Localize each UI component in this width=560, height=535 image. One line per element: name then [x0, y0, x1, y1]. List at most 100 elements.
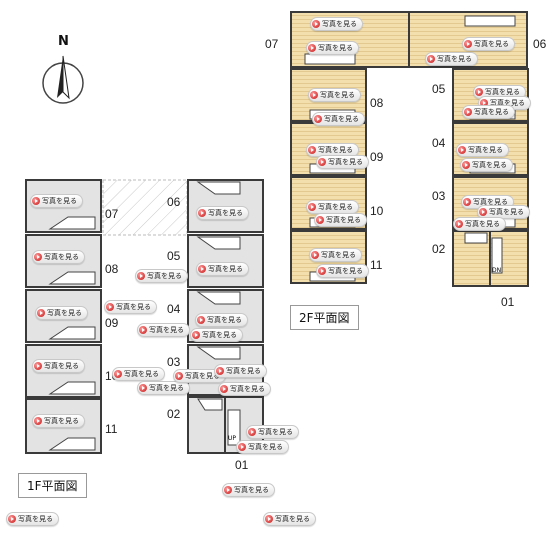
view-photo-label: 写真を見る	[275, 515, 310, 523]
view-photo-button[interactable]: 写真を見る	[196, 262, 249, 276]
stair-dn-tag: DN	[492, 267, 501, 274]
view-photo-label: 写真を見る	[473, 198, 508, 206]
view-photo-label: 写真を見る	[328, 158, 363, 166]
view-photo-label: 写真を見る	[474, 108, 509, 116]
floor1-title: 1F平面図	[18, 473, 87, 498]
play-icon	[248, 428, 256, 436]
view-photo-button[interactable]: 写真を見る	[456, 143, 509, 157]
1f-stairs	[48, 181, 241, 451]
view-photo-button[interactable]: 写真を見る	[314, 213, 367, 227]
1f-unit-label-08: 08	[105, 262, 119, 276]
view-photo-label: 写真を見る	[248, 443, 283, 451]
view-photo-button[interactable]: 写真を見る	[306, 200, 359, 214]
play-icon	[175, 372, 183, 380]
view-photo-button[interactable]: 写真を見る	[316, 264, 369, 278]
play-icon	[312, 20, 320, 28]
2f-unit-label-02: 02	[432, 242, 446, 256]
1f-unit-label-11: 11	[105, 422, 118, 436]
play-icon	[311, 251, 319, 259]
play-icon	[139, 326, 147, 334]
view-photo-label: 写真を見る	[230, 385, 265, 393]
play-icon	[480, 99, 488, 107]
play-icon	[427, 55, 435, 63]
view-photo-button[interactable]: 写真を見る	[306, 41, 359, 55]
play-icon	[238, 443, 246, 451]
view-photo-label: 写真を見る	[185, 372, 220, 380]
view-photo-button[interactable]: 写真を見る	[135, 269, 188, 283]
view-photo-button[interactable]: 写真を見る	[32, 414, 85, 428]
view-photo-label: 写真を見る	[465, 220, 500, 228]
view-photo-button[interactable]: 写真を見る	[316, 155, 369, 169]
view-photo-button[interactable]: 写真を見る	[309, 248, 362, 262]
play-icon	[106, 303, 114, 311]
view-photo-label: 写真を見る	[202, 331, 237, 339]
2f-unit-label-10: 10	[370, 204, 384, 218]
play-icon	[8, 515, 16, 523]
view-photo-button[interactable]: 写真を見る	[190, 328, 243, 342]
view-photo-button[interactable]: 写真を見る	[196, 206, 249, 220]
view-photo-button[interactable]: 写真を見る	[214, 364, 267, 378]
play-icon	[220, 385, 228, 393]
1f-unit-label-04: 04	[167, 302, 181, 316]
view-photo-label: 写真を見る	[44, 417, 79, 425]
view-photo-label: 写真を見る	[321, 251, 356, 259]
view-photo-button[interactable]: 写真を見る	[453, 217, 506, 231]
view-photo-button[interactable]: 写真を見る	[195, 313, 248, 327]
view-photo-button[interactable]: 写真を見る	[308, 88, 361, 102]
play-icon	[34, 362, 42, 370]
view-photo-label: 写真を見る	[318, 44, 353, 52]
play-icon	[37, 309, 45, 317]
view-photo-button[interactable]: 写真を見る	[425, 52, 478, 66]
1f-unit-label-06: 06	[167, 195, 181, 209]
view-photo-button[interactable]: 写真を見る	[218, 382, 271, 396]
view-photo-label: 写真を見る	[44, 362, 79, 370]
play-icon	[458, 146, 466, 154]
view-photo-button[interactable]: 写真を見る	[236, 440, 289, 454]
view-photo-label: 写真を見る	[437, 55, 472, 63]
view-photo-button[interactable]: 写真を見る	[310, 17, 363, 31]
play-icon	[455, 220, 463, 228]
play-icon	[318, 267, 326, 275]
1f-unit-label-03: 03	[167, 355, 181, 369]
play-icon	[224, 486, 232, 494]
view-photo-button[interactable]: 写真を見る	[460, 158, 513, 172]
view-photo-label: 写真を見る	[234, 486, 269, 494]
2f-unit-label-11: 11	[370, 258, 383, 272]
play-icon	[318, 158, 326, 166]
view-photo-button[interactable]: 写真を見る	[104, 300, 157, 314]
1f-unit-label-02: 02	[167, 407, 181, 421]
compass-label: N	[58, 34, 69, 49]
play-icon	[137, 272, 145, 280]
view-photo-label: 写真を見る	[318, 146, 353, 154]
view-photo-button[interactable]: 写真を見る	[30, 194, 83, 208]
view-photo-button[interactable]: 写真を見る	[263, 512, 316, 526]
view-photo-button[interactable]: 写真を見る	[32, 359, 85, 373]
view-photo-label: 写真を見る	[485, 88, 520, 96]
view-photo-button[interactable]: 写真を見る	[222, 483, 275, 497]
view-photo-button[interactable]: 写真を見る	[112, 367, 165, 381]
view-photo-button[interactable]: 写真を見る	[462, 37, 515, 51]
view-photo-button[interactable]: 写真を見る	[246, 425, 299, 439]
view-photo-label: 写真を見る	[328, 267, 363, 275]
view-photo-label: 写真を見る	[489, 208, 524, 216]
2f-unit-label-08: 08	[370, 96, 384, 110]
view-photo-button[interactable]: 写真を見る	[6, 512, 59, 526]
view-photo-label: 写真を見る	[207, 316, 242, 324]
view-photo-button[interactable]: 写真を見る	[35, 306, 88, 320]
view-photo-button[interactable]: 写真を見る	[137, 323, 190, 337]
view-photo-label: 写真を見る	[322, 20, 357, 28]
view-photo-button[interactable]: 写真を見る	[312, 112, 365, 126]
north-arrow-icon	[42, 55, 84, 104]
view-photo-button[interactable]: 写真を見る	[306, 143, 359, 157]
1f-open-area	[102, 179, 188, 236]
view-photo-label: 写真を見る	[44, 253, 79, 261]
view-photo-label: 写真を見る	[258, 428, 293, 436]
play-icon	[475, 88, 483, 96]
view-photo-button[interactable]: 写真を見る	[462, 105, 515, 119]
2f-unit-label-04: 04	[432, 136, 446, 150]
view-photo-button[interactable]: 写真を見る	[32, 250, 85, 264]
play-icon	[192, 331, 200, 339]
view-photo-label: 写真を見る	[226, 367, 261, 375]
view-photo-button[interactable]: 写真を見る	[137, 381, 190, 395]
play-icon	[32, 197, 40, 205]
